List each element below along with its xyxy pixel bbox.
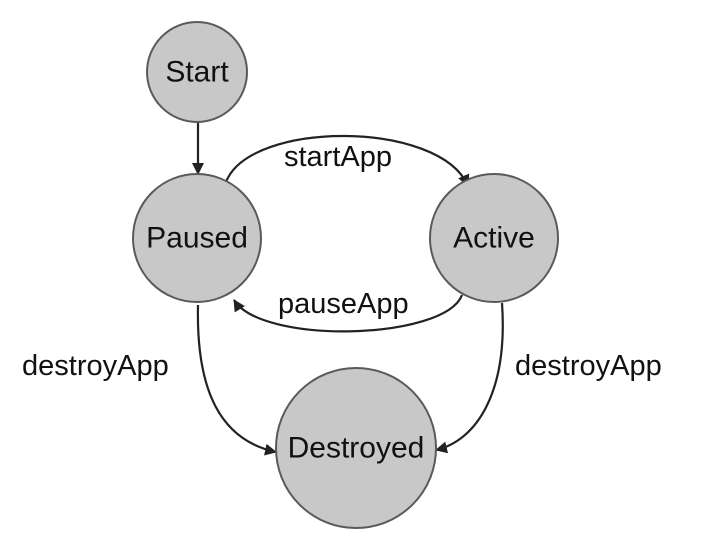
state-start-circle <box>146 21 248 123</box>
state-paused-label: Paused <box>146 222 248 255</box>
edge-pause-app <box>233 294 464 333</box>
transition-label-start-app: startApp <box>284 141 392 173</box>
state-paused-circle <box>132 173 262 303</box>
edge-start-app <box>224 134 470 187</box>
state-destroyed-circle <box>275 367 437 529</box>
state-start: Start <box>146 21 248 123</box>
state-active: Active <box>429 173 559 303</box>
transition-label-destroy-from-paused: destroyApp <box>22 350 169 382</box>
transition-label-pause-app: pauseApp <box>278 288 409 320</box>
state-destroyed-label: Destroyed <box>288 432 425 465</box>
state-start-label: Start <box>165 56 229 89</box>
state-active-label: Active <box>453 222 535 255</box>
edge-destroy-from-active <box>435 302 504 454</box>
state-active-circle <box>429 173 559 303</box>
transition-label-destroy-from-active: destroyApp <box>515 350 662 382</box>
edge-destroy-from-paused <box>196 304 277 456</box>
state-paused: Paused <box>132 173 262 303</box>
state-destroyed: Destroyed <box>275 367 437 529</box>
edges <box>192 122 504 456</box>
